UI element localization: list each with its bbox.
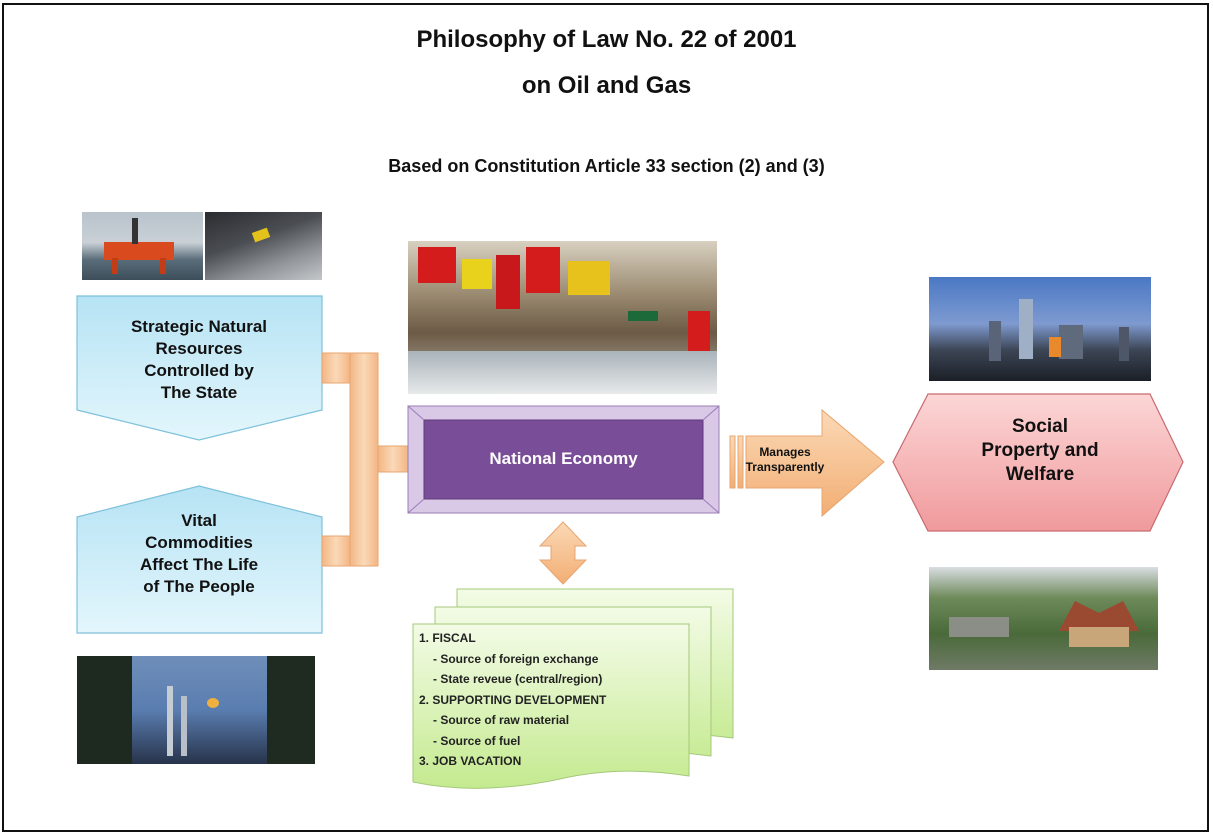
- village-photo: [929, 567, 1158, 670]
- manages-transparently-arrow: [729, 408, 885, 518]
- manages-transparently-label: Manages Transparently: [745, 445, 825, 474]
- double-arrow-icon: [538, 521, 588, 585]
- refinery-night-photo: [77, 656, 315, 764]
- list-item: 1. FISCAL: [419, 631, 476, 645]
- vital-commodities-label: Vital Commodities Affect The Life of The…: [139, 511, 259, 596]
- list-item: - Source of raw material: [433, 713, 570, 727]
- mining-photo: [205, 212, 322, 280]
- list-item: - State reveue (central/region): [433, 672, 603, 686]
- document-stack: [412, 588, 734, 789]
- strategic-resources-label: Strategic Natural Resources Controlled b…: [130, 317, 268, 402]
- vital-commodities-shape: [76, 485, 323, 634]
- city-skyline-photo: [929, 277, 1151, 381]
- document-list: 1. FISCAL - Source of foreign exchange -…: [419, 628, 684, 772]
- national-economy-label: National Economy: [489, 449, 638, 468]
- title-line-1: Philosophy of Law No. 22 of 2001: [416, 26, 797, 53]
- list-item: - Source of foreign exchange: [433, 651, 599, 666]
- social-welfare-shape: [892, 393, 1184, 532]
- offshore-rig-photo: [82, 212, 203, 280]
- strategic-resources-shape: [76, 295, 323, 441]
- title-line-2: on Oil and Gas: [521, 72, 692, 99]
- social-welfare-label: Social Property and Welfare: [981, 416, 1099, 485]
- bracket-connector: [321, 352, 409, 567]
- list-item: 2. SUPPORTING DEVELOPMENT: [419, 692, 607, 707]
- list-item: - Source of fuel: [433, 733, 521, 748]
- supermarket-photo: [408, 241, 717, 394]
- national-economy-shape: [407, 405, 720, 514]
- subtitle: Based on Constitution Article 33 section…: [388, 156, 825, 176]
- list-item: 3. JOB VACATION: [419, 754, 522, 768]
